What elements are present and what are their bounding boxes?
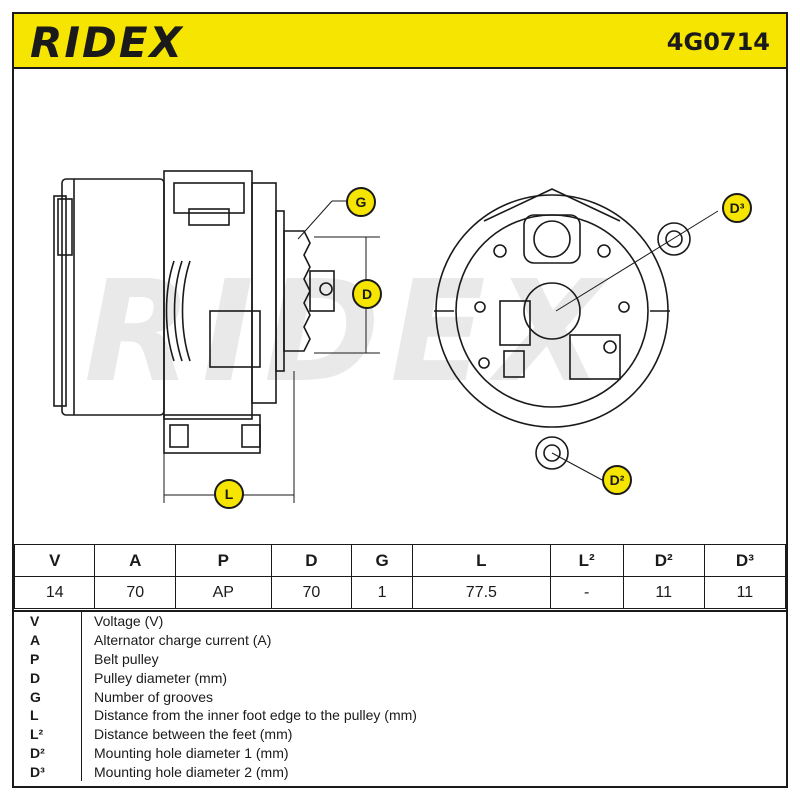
legend-key: D³ bbox=[14, 762, 82, 782]
spec-header: P bbox=[174, 544, 272, 577]
brand-watermark: RIDEX bbox=[84, 251, 614, 414]
legend-desc: Belt pulley bbox=[94, 650, 159, 667]
alternator-side-view bbox=[53, 170, 719, 503]
legend-desc: Mounting hole diameter 1 (mm) bbox=[94, 744, 289, 761]
spec-header: V bbox=[13, 544, 96, 577]
spec-value: 11 bbox=[703, 576, 787, 609]
spec-header: D³ bbox=[703, 544, 787, 577]
legend-desc: Mounting hole diameter 2 (mm) bbox=[94, 763, 289, 780]
legend-desc: Alternator charge current (A) bbox=[94, 632, 272, 649]
header-bar: RIDEX 4G0714 bbox=[14, 14, 786, 69]
legend-desc: Distance from the inner foot edge to the… bbox=[94, 707, 417, 724]
spec-table: V A P D G L L² D² D³ 14 70 AP 70 1 77.5 … bbox=[13, 544, 787, 609]
legend-item: D Pulley diameter (mm) bbox=[14, 668, 786, 688]
legend-item: G Number of grooves bbox=[14, 687, 786, 706]
spec-value: 14 bbox=[13, 576, 96, 609]
part-number: 4G0714 bbox=[666, 28, 770, 56]
legend-key: D² bbox=[14, 743, 82, 763]
spec-value: 70 bbox=[94, 576, 176, 609]
legend-desc: Distance between the feet (mm) bbox=[94, 726, 293, 743]
legend-desc: Voltage (V) bbox=[94, 613, 164, 630]
spec-value: 11 bbox=[622, 576, 705, 609]
spec-header: L² bbox=[549, 544, 624, 577]
callout-d: D bbox=[352, 279, 382, 309]
legend-key: L bbox=[14, 705, 82, 725]
brand-logo: RIDEX bbox=[30, 18, 184, 67]
spec-table-value-row: 14 70 AP 70 1 77.5 - 11 11 bbox=[13, 576, 787, 609]
spec-value: 77.5 bbox=[412, 576, 551, 609]
spec-value: AP bbox=[174, 576, 272, 609]
legend-key: G bbox=[14, 687, 82, 706]
spec-header: D² bbox=[622, 544, 705, 577]
legend-key: L² bbox=[14, 724, 82, 744]
legend-desc: Pulley diameter (mm) bbox=[94, 669, 228, 686]
legend-key: D bbox=[14, 668, 82, 688]
legend-item: D³ Mounting hole diameter 2 (mm) bbox=[14, 762, 786, 782]
legend-item: L² Distance between the feet (mm) bbox=[14, 724, 786, 744]
spec-header: G bbox=[351, 544, 414, 577]
legend-item: V Voltage (V) bbox=[14, 612, 786, 631]
spec-value: 70 bbox=[270, 576, 353, 609]
legend-key: A bbox=[14, 630, 82, 650]
legend-desc: Number of grooves bbox=[94, 688, 214, 705]
spec-header: D bbox=[270, 544, 353, 577]
callout-d3: D³ bbox=[722, 193, 752, 223]
callout-d2: D² bbox=[602, 465, 632, 495]
legend-key: V bbox=[14, 612, 82, 631]
product-sheet: RIDEX 4G0714 RIDEX bbox=[12, 12, 788, 788]
spec-header: A bbox=[94, 544, 176, 577]
technical-drawing: RIDEX bbox=[14, 71, 786, 544]
legend-item: D² Mounting hole diameter 1 (mm) bbox=[14, 743, 786, 763]
callout-g: G bbox=[346, 187, 376, 217]
legend-item: L Distance from the inner foot edge to th… bbox=[14, 705, 786, 725]
spec-value: 1 bbox=[351, 576, 414, 609]
legend: V Voltage (V) A Alternator charge current … bbox=[14, 610, 786, 786]
legend-item: P Belt pulley bbox=[14, 649, 786, 669]
legend-key: P bbox=[14, 649, 82, 669]
legend-item: A Alternator charge current (A) bbox=[14, 630, 786, 650]
spec-value: - bbox=[549, 576, 624, 609]
spec-header: L bbox=[412, 544, 551, 577]
callout-l: L bbox=[214, 479, 244, 509]
spec-table-header-row: V A P D G L L² D² D³ bbox=[13, 544, 787, 577]
